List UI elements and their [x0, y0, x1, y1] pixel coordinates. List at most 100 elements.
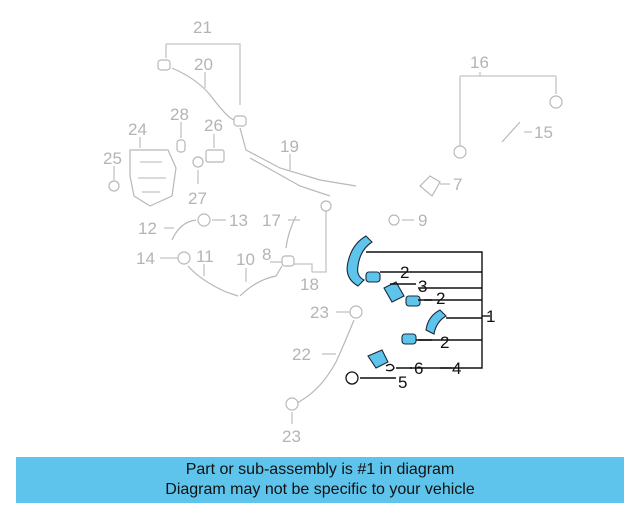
- part-15-hose: [501, 121, 521, 143]
- label-14: 14: [136, 249, 155, 268]
- part-17-group: [285, 215, 300, 249]
- label-8: 8: [262, 245, 271, 264]
- part-14-clamp: [177, 251, 191, 265]
- callout-line-1-bracket: [366, 251, 483, 369]
- part-13-group: [197, 213, 226, 227]
- part-27-group: [192, 156, 204, 184]
- part-20-group: [171, 67, 235, 121]
- label-2-c: 2: [440, 333, 449, 352]
- part-19-pipe: [239, 127, 357, 187]
- info-banner: Part or sub-assembly is #1 in diagram Di…: [16, 457, 624, 503]
- part-16-clamp-b: [453, 145, 467, 159]
- part-24-group: [129, 137, 177, 207]
- part-11-hose: [187, 265, 239, 297]
- callout-line-5-6: [360, 367, 412, 379]
- part-28-group: [176, 122, 186, 153]
- part-6-seal[interactable]: [385, 363, 395, 372]
- part-5-oring[interactable]: [345, 371, 359, 385]
- part-13-clamp: [197, 213, 211, 227]
- part-22-pipe: [295, 319, 355, 405]
- selected-assembly-1[interactable]: [345, 235, 447, 385]
- label-23-lower: 23: [282, 427, 301, 446]
- part-4-housing[interactable]: [367, 349, 389, 369]
- label-25: 25: [103, 149, 122, 168]
- label-12: 12: [138, 219, 157, 238]
- label-3: 3: [418, 277, 427, 296]
- part-9-group: [388, 214, 414, 226]
- callout-line-1-branches: [380, 271, 482, 341]
- part-19-group: [239, 127, 357, 197]
- label-10: 10: [236, 250, 255, 269]
- label-21: 21: [193, 18, 212, 37]
- part-11-group: [187, 264, 239, 297]
- label-15: 15: [534, 123, 553, 142]
- part-22-group: [295, 319, 355, 405]
- part-8-clamp: [281, 255, 295, 267]
- label-24: 24: [128, 120, 147, 139]
- label-28: 28: [170, 105, 189, 124]
- label-5: 5: [398, 373, 407, 392]
- part-8-group: [270, 255, 295, 267]
- part-25-group: [108, 166, 120, 192]
- part-10-group: [239, 265, 283, 297]
- part-18-fitting: [320, 200, 332, 212]
- part-26-switch: [205, 149, 225, 163]
- label-23-upper: 23: [310, 303, 329, 322]
- part-2-clamp-a[interactable]: [365, 271, 381, 283]
- label-18: 18: [300, 275, 319, 294]
- label-6: 6: [414, 359, 423, 378]
- label-16: 16: [470, 53, 489, 72]
- part-27-washer: [192, 156, 204, 168]
- part-17-hose: [285, 215, 297, 249]
- selected-callout-lines: [360, 251, 490, 379]
- part-2-clamp-c[interactable]: [401, 333, 417, 345]
- part-23-lower-group: [285, 397, 299, 424]
- label-19: 19: [280, 137, 299, 156]
- callout-line-18: [286, 210, 327, 273]
- label-13: 13: [229, 211, 248, 230]
- part-20-hose: [171, 67, 235, 121]
- part-25-oring: [108, 180, 120, 192]
- info-banner-line-2: Diagram may not be specific to your vehi…: [165, 481, 475, 498]
- label-7: 7: [453, 175, 462, 194]
- part-2-clamp-b[interactable]: [405, 295, 421, 307]
- info-banner-line-1: Part or sub-assembly is #1 in diagram: [185, 461, 455, 478]
- part-16-group: [453, 72, 563, 159]
- part-12-hose: [171, 219, 197, 241]
- label-4: 4: [452, 359, 461, 378]
- part-15-group: [501, 121, 532, 143]
- part-9-clamp: [388, 214, 400, 226]
- part-23-upper-group: [336, 305, 363, 319]
- callout-line-2-3: [390, 283, 432, 341]
- part-21-group: [157, 43, 247, 127]
- label-26: 26: [204, 116, 223, 135]
- label-2-a: 2: [400, 263, 409, 282]
- callout-line-16: [459, 72, 557, 146]
- part-14-group: [160, 251, 191, 265]
- part-3-connector[interactable]: [383, 281, 405, 303]
- part-26-group: [205, 134, 225, 163]
- label-17: 17: [262, 211, 281, 230]
- part-21-clamp-b: [233, 115, 247, 127]
- label-27: 27: [188, 189, 207, 208]
- part-1-mid-hose[interactable]: [425, 309, 447, 335]
- label-9: 9: [418, 211, 427, 230]
- part-16-clamp-a: [549, 95, 563, 109]
- part-24-housing-detail: [138, 161, 166, 193]
- part-1-upper-hose[interactable]: [346, 235, 373, 287]
- part-12-group: [164, 219, 197, 241]
- part-23-upper-clamp: [349, 305, 363, 319]
- part-10-hose: [239, 265, 283, 297]
- callout-line-21: [165, 43, 241, 105]
- part-18-group: [286, 200, 332, 273]
- part-28-sensor: [176, 139, 186, 153]
- label-2-b: 2: [436, 289, 445, 308]
- part-19-pipe-b: [249, 157, 331, 197]
- part-7-group: [419, 175, 450, 197]
- part-23-lower-clamp: [285, 397, 299, 411]
- label-22: 22: [292, 345, 311, 364]
- part-7-fitting: [419, 175, 441, 197]
- label-11: 11: [196, 247, 214, 266]
